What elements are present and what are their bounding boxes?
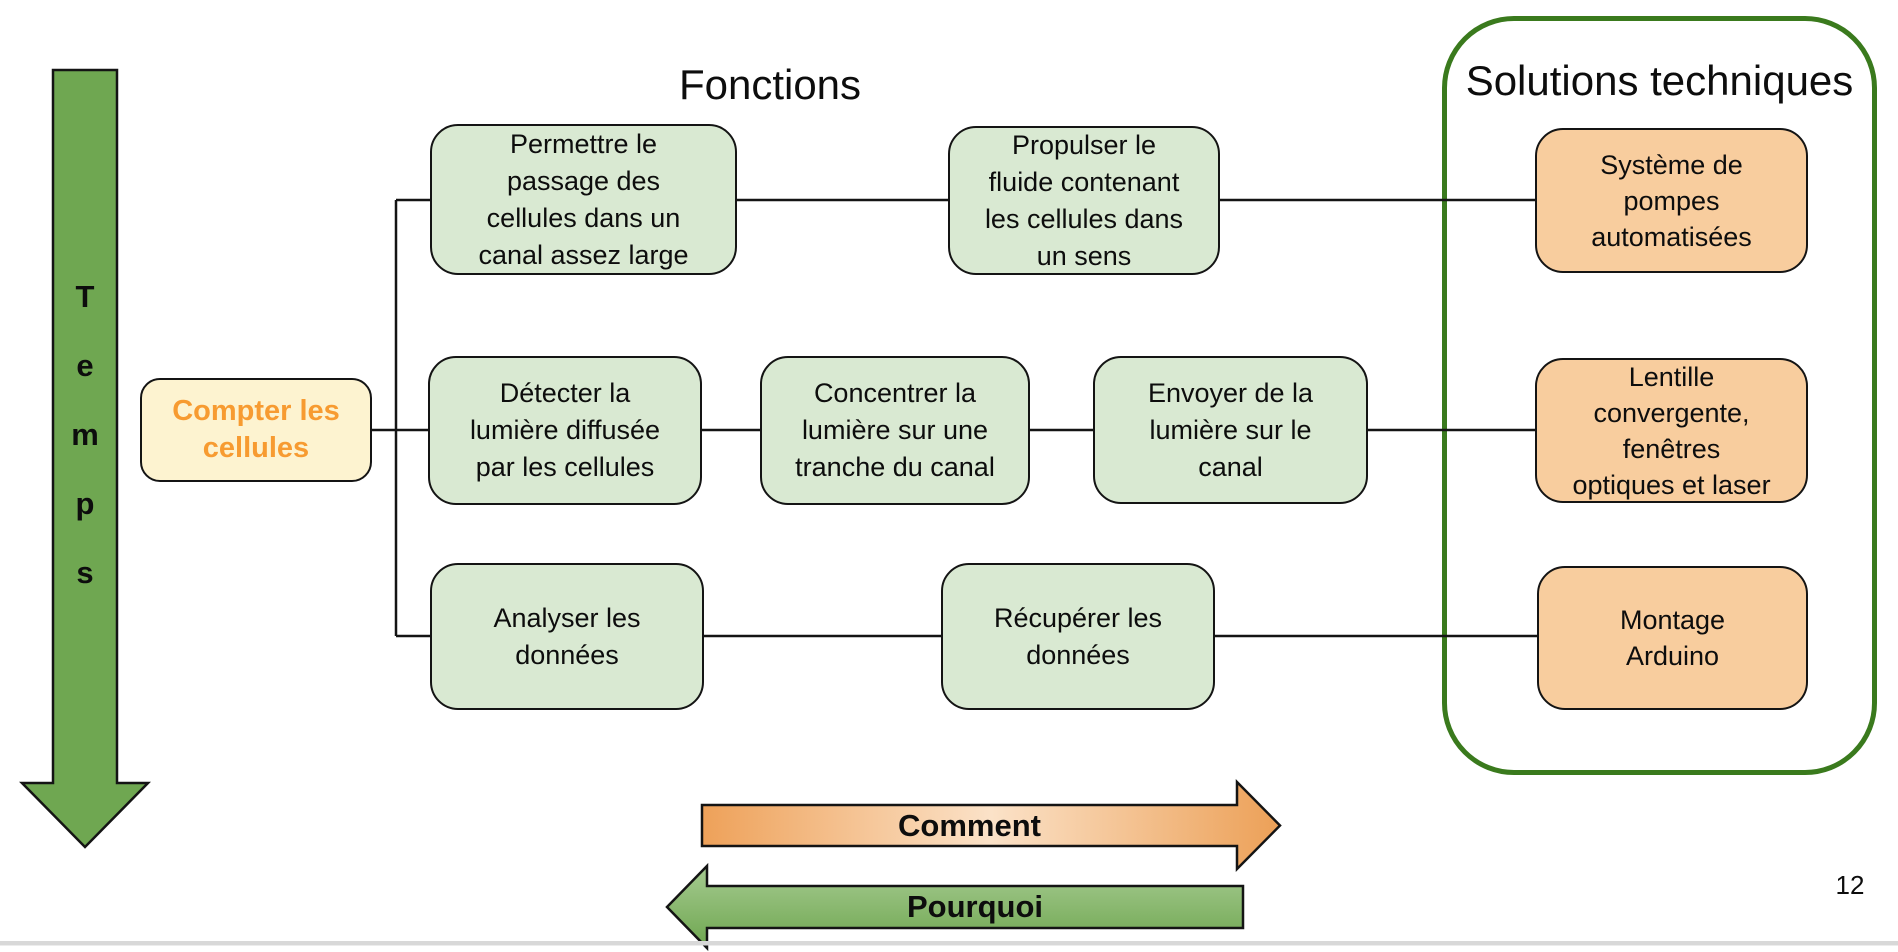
connector-lines [370,198,1539,638]
how-axis-label: Comment [898,808,1041,843]
function-box-recuperer-donnees: Récupérer les données [941,563,1215,710]
function-box-analyser-donnees: Analyser les données [430,563,704,710]
solution-box-pompes-automatisees: Système de pompes automatisées [1535,128,1808,273]
time-axis-label: T e m p s [71,279,99,590]
functions-title: Fonctions [678,61,862,108]
page-number: 12 [1835,870,1865,900]
why-axis-arrow [665,862,1245,952]
function-box-detecter-lumiere: Détecter la lumière diffusée par les cel… [428,356,702,505]
time-axis-arrow [19,68,151,849]
solutions-title: Solutions techniques [1465,57,1854,104]
function-box-concentrer-lumiere: Concentrer la lumière sur une tranche du… [760,356,1030,505]
function-box-envoyer-lumiere: Envoyer de la lumière sur le canal [1093,356,1368,504]
solutions-panel [1442,16,1877,775]
why-axis-label: Pourquoi [906,889,1044,924]
slide-footer-line [0,941,1898,946]
root-need-box: Compter les cellules [140,378,372,482]
how-axis-arrow [700,778,1282,873]
solution-box-lentille-laser: Lentille convergente, fenêtres optiques … [1535,358,1808,503]
function-box-propulser-fluide: Propulser le fluide contenant les cellul… [948,126,1220,275]
solution-box-montage-arduino: Montage Arduino [1537,566,1808,710]
function-box-permettre-passage: Permettre le passage des cellules dans u… [430,124,737,275]
